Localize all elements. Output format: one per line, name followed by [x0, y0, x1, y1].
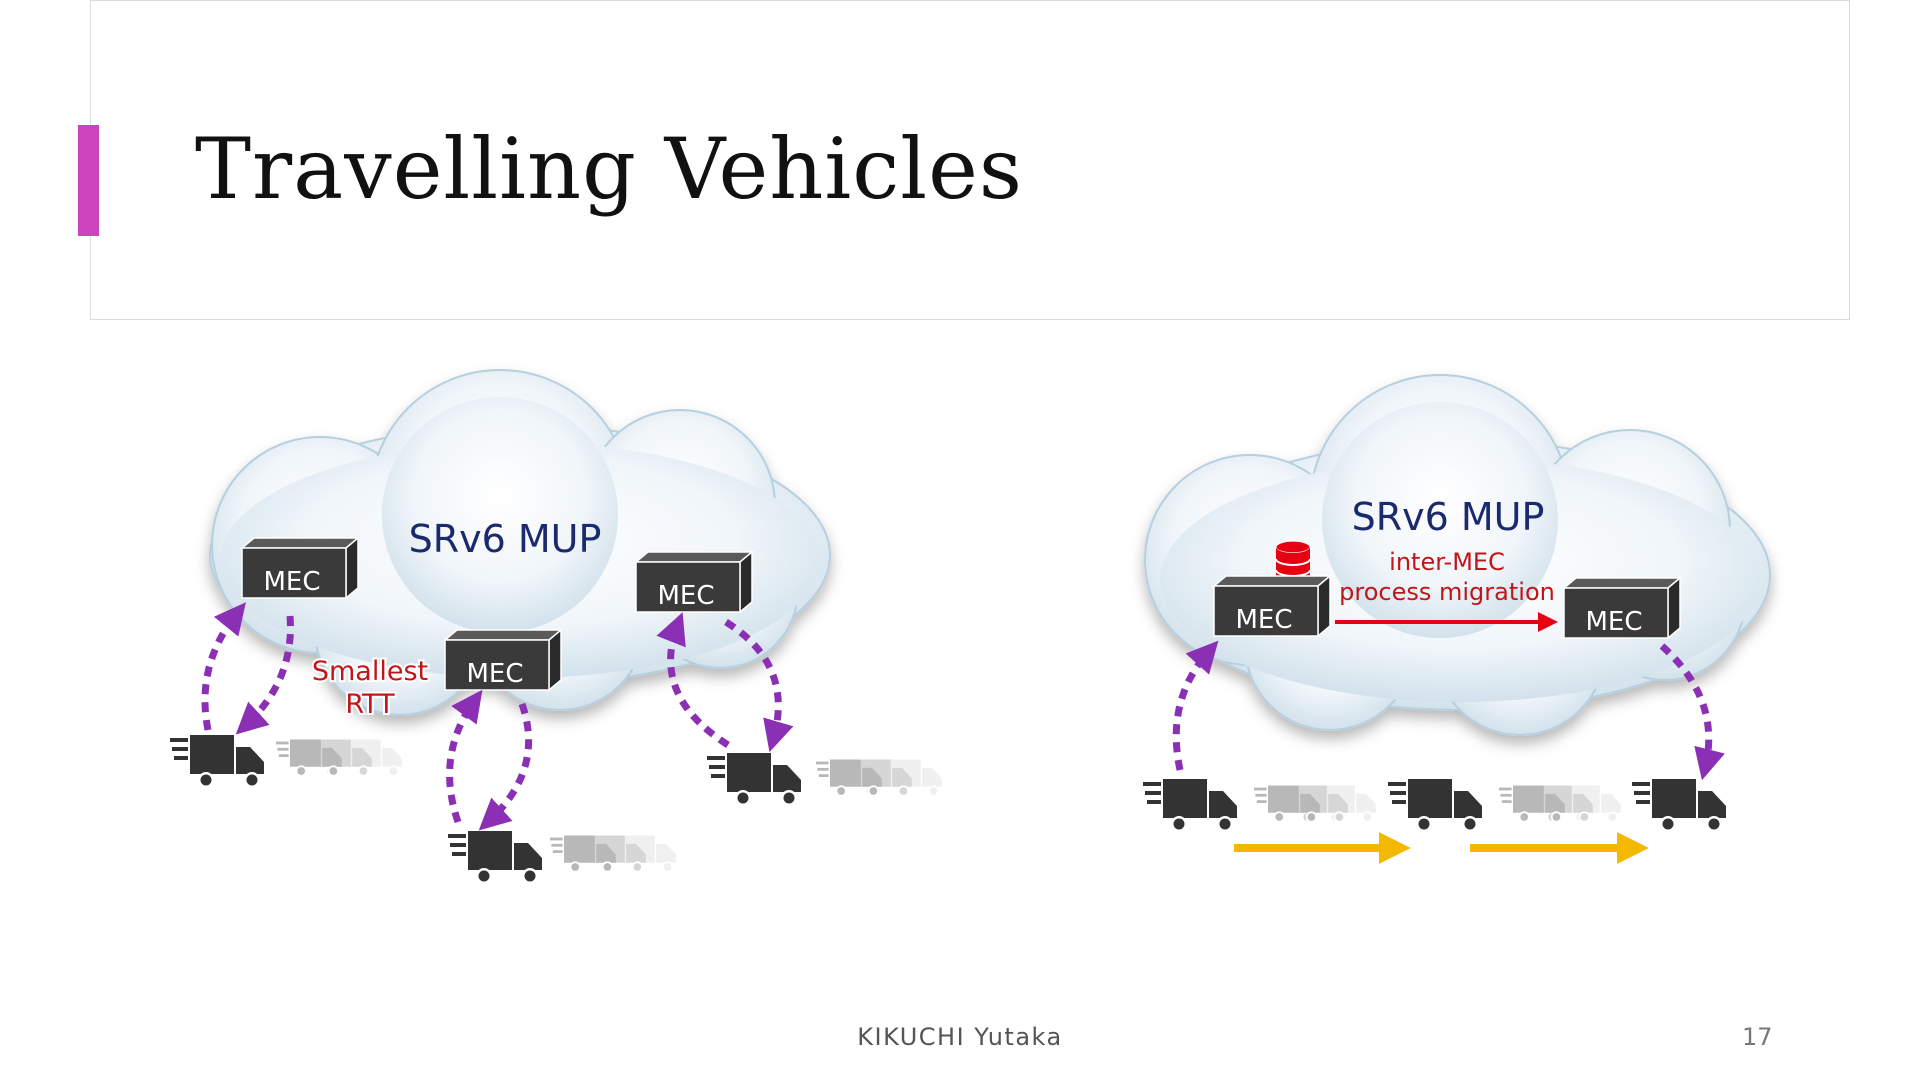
- truck-icon: [1632, 779, 1726, 832]
- truck-icon: [170, 735, 264, 788]
- right-diagram: SRv6 MUP inter-MEC process migration MEC…: [1143, 374, 1771, 864]
- truck-icon: [707, 753, 801, 806]
- link-arrow-down: [478, 702, 532, 831]
- smallest-rtt-label-line2: RTT: [345, 689, 395, 720]
- slide-title: Travelling Vehicles: [195, 120, 1023, 218]
- link-arrow-down: [235, 615, 294, 735]
- title-box: [90, 0, 1850, 320]
- mec-node-right-target: MEC: [1563, 577, 1681, 639]
- vehicle-fleet-3: [707, 753, 942, 806]
- vehicle-fleet-2: [448, 831, 676, 884]
- title-accent-bar: [78, 125, 99, 236]
- link-arrow-up: [1172, 640, 1219, 771]
- mec-node-left-1: MEC: [241, 537, 359, 599]
- page-number: 17: [1742, 1023, 1773, 1051]
- mec-node-left-3: MEC: [635, 551, 753, 613]
- mec-node-left-2: MEC: [444, 629, 562, 691]
- footer-author: KIKUCHI Yutaka: [857, 1023, 1063, 1051]
- migration-label-line2: process migration: [1339, 578, 1555, 606]
- truck-icon: [448, 831, 542, 884]
- truck-icon: [1388, 779, 1482, 832]
- left-cloud-label: SRv6 MUP: [409, 517, 602, 561]
- mec-label: MEC: [657, 581, 714, 611]
- migration-label-line1: inter-MEC: [1389, 548, 1505, 576]
- mec-label: MEC: [1235, 605, 1292, 635]
- left-diagram: SRv6 MUP MEC MEC MEC Smallest RTT: [170, 369, 942, 884]
- mec-label: MEC: [1585, 607, 1642, 637]
- mec-node-right-source: MEC: [1213, 575, 1331, 637]
- link-arrow-up: [656, 612, 730, 748]
- mec-label: MEC: [466, 659, 523, 689]
- mec-label: MEC: [263, 567, 320, 597]
- smallest-rtt-label-line1: Smallest: [312, 656, 428, 687]
- vehicle-single: [1632, 779, 1726, 832]
- vehicle-fleet-4: [1143, 779, 1376, 832]
- vehicle-fleet-5: [1388, 779, 1621, 832]
- link-arrow-up: [446, 689, 483, 824]
- right-cloud-label: SRv6 MUP: [1352, 495, 1545, 539]
- truck-icon: [1143, 779, 1237, 832]
- link-arrow-up: [201, 602, 246, 731]
- vehicle-fleet-1: [170, 735, 402, 788]
